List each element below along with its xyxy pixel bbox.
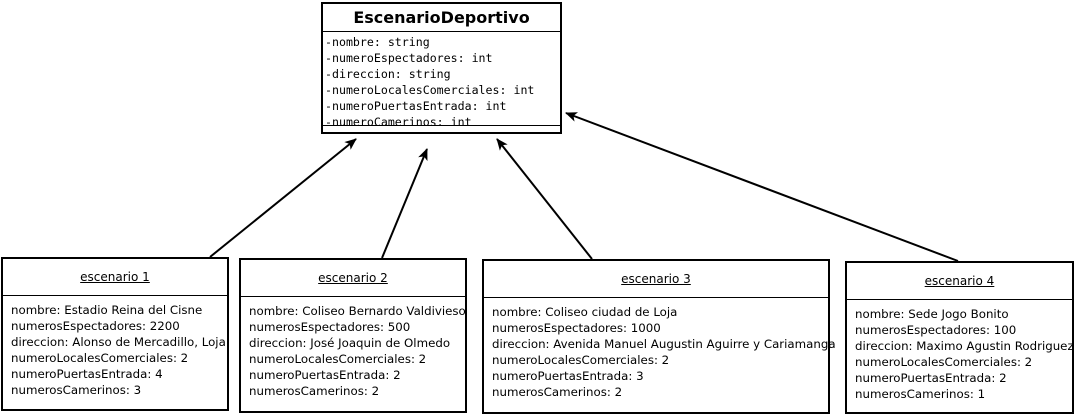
object-escenario-3[interactable]: escenario 3 nombre: Coliseo ciudad de Lo… [482, 259, 836, 414]
object-escenario-1[interactable]: escenario 1 nombre: Estadio Reina del Ci… [1, 257, 229, 411]
object-line-puertas: numeroPuertasEntrada: 3 [492, 369, 644, 383]
object-escenario-2[interactable]: escenario 2 nombre: Coliseo Bernardo Val… [239, 258, 467, 413]
object-body: nombre: Coliseo ciudad de Loja numerosEs… [484, 298, 836, 400]
object-title: escenario 2 [241, 260, 465, 297]
arrow-escenario-1 [209, 138, 357, 258]
object-line-locales: numeroLocalesComerciales: 2 [11, 351, 189, 365]
object-title: escenario 1 [3, 259, 227, 296]
object-line-puertas: numeroPuertasEntrada: 2 [855, 371, 1007, 385]
arrow-escenario-2 [381, 148, 428, 259]
arrow-escenario-4 [565, 112, 959, 262]
object-line-camerinos: numerosCamerinos: 2 [492, 385, 623, 399]
object-line-nombre: nombre: Coliseo Bernardo Valdivieso [249, 304, 466, 318]
object-body: nombre: Estadio Reina del Cisne numerosE… [3, 296, 227, 398]
attribute-direccion: -direccion: string [325, 67, 451, 81]
arrow-escenario-3 [496, 138, 593, 260]
object-line-nombre: nombre: Sede Jogo Bonito [855, 307, 1009, 321]
object-line-direccion: direccion: José Joaquin de Olmedo [249, 336, 451, 350]
object-line-locales: numeroLocalesComerciales: 2 [492, 353, 670, 367]
object-body: nombre: Sede Jogo Bonito numerosEspectad… [847, 300, 1074, 402]
attribute-numero-puertas-entrada: -numeroPuertasEntrada: int [325, 99, 507, 113]
attribute-nombre: -nombre: string [325, 35, 430, 49]
object-line-nombre: nombre: Coliseo ciudad de Loja [492, 305, 678, 319]
object-line-locales: numeroLocalesComerciales: 2 [855, 355, 1033, 369]
object-line-espectadores: numerosEspectadores: 100 [855, 323, 1017, 337]
class-name: EscenarioDeportivo [323, 4, 560, 32]
object-line-puertas: numeroPuertasEntrada: 4 [11, 367, 163, 381]
object-line-espectadores: numerosEspectadores: 500 [249, 320, 411, 334]
class-escenario-deportivo[interactable]: EscenarioDeportivo -nombre: string -nume… [321, 2, 562, 134]
object-line-puertas: numeroPuertasEntrada: 2 [249, 368, 401, 382]
attribute-numero-espectadores: -numeroEspectadores: int [325, 51, 493, 65]
class-attributes: -nombre: string -numeroEspectadores: int… [323, 32, 560, 129]
attribute-numero-locales-comerciales: -numeroLocalesComerciales: int [325, 83, 535, 97]
object-line-espectadores: numerosEspectadores: 1000 [492, 321, 661, 335]
object-line-camerinos: numerosCamerinos: 3 [11, 383, 142, 397]
object-title: escenario 3 [484, 261, 828, 298]
object-line-nombre: nombre: Estadio Reina del Cisne [11, 303, 203, 317]
attribute-numero-camerinos: -numeroCamerinos: int [325, 115, 472, 129]
object-line-espectadores: numerosEspectadores: 2200 [11, 319, 180, 333]
object-line-direccion: direccion: Avenida Manuel Augustin Aguir… [492, 337, 836, 351]
object-line-direccion: direccion: Maximo Agustin Rodriguez [855, 339, 1074, 353]
object-line-camerinos: numerosCamerinos: 2 [249, 384, 380, 398]
object-line-direccion: direccion: Alonso de Mercadillo, Loja [11, 335, 226, 349]
object-line-camerinos: numerosCamerinos: 1 [855, 387, 986, 401]
object-escenario-4[interactable]: escenario 4 nombre: Sede Jogo Bonito num… [845, 261, 1074, 414]
object-title: escenario 4 [847, 263, 1072, 300]
object-body: nombre: Coliseo Bernardo Valdivieso nume… [241, 297, 466, 399]
object-line-locales: numeroLocalesComerciales: 2 [249, 352, 427, 366]
